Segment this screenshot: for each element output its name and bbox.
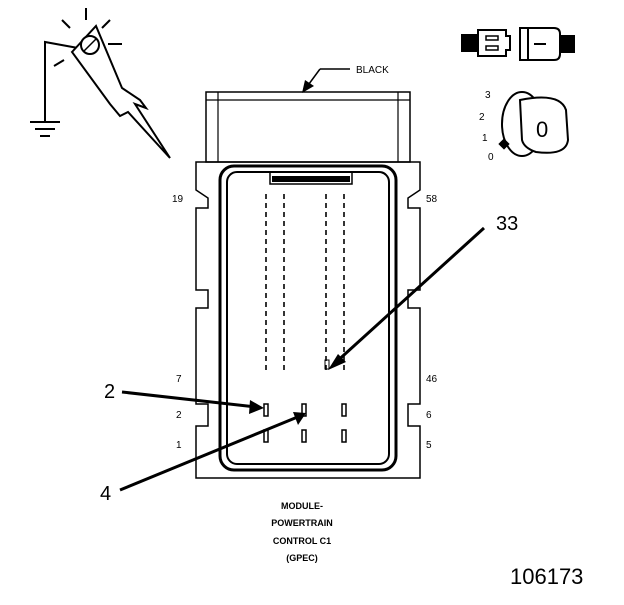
terminal-cavities [263, 194, 347, 443]
ignition-position-1: 1 [482, 133, 488, 144]
pin-label-58: 58 [426, 194, 438, 205]
color-label-callout: BLACK [302, 65, 389, 93]
callout-4: 4 [100, 412, 306, 505]
lower-cavity [301, 429, 307, 443]
caption-line-4: (GPEC) [286, 553, 318, 563]
callout-33: 33 [328, 213, 518, 370]
lower-cavity [341, 403, 347, 417]
caption-line-1: MODULE- [281, 501, 323, 511]
callout-4-label: 4 [100, 483, 111, 505]
test-probe-ground-icon [30, 8, 171, 159]
connector-color-label: BLACK [356, 65, 389, 76]
callout-2: 2 [104, 381, 264, 414]
figure-number: 106173 [510, 564, 583, 589]
pin-labels: 19 58 7 46 2 6 1 5 [172, 194, 438, 451]
pin-label-7: 7 [176, 374, 182, 385]
pin-label-46: 46 [426, 374, 438, 385]
ignition-pointer-icon [498, 138, 510, 150]
caption-line-3: CONTROL C1 [273, 536, 331, 546]
pin-label-2: 2 [176, 410, 182, 421]
ignition-key-label: 0 [536, 117, 548, 142]
ignition-position-2: 2 [479, 112, 485, 123]
callout-33-label: 33 [496, 213, 518, 235]
pin-label-1: 1 [176, 440, 182, 451]
disconnected-connector-icon [461, 27, 575, 61]
ignition-key-off-icon: 3 2 1 0 0 [479, 90, 570, 163]
connector-body [195, 91, 421, 479]
lower-cavity [263, 403, 269, 417]
lower-cavity [341, 429, 347, 443]
callout-2-label: 2 [104, 381, 115, 403]
pin-label-5: 5 [426, 440, 432, 451]
pin-label-6: 6 [426, 410, 432, 421]
pin-label-19: 19 [172, 194, 184, 205]
caption-line-2: POWERTRAIN [271, 518, 333, 528]
ignition-position-3: 3 [485, 90, 491, 101]
connector-caption: MODULE- POWERTRAIN CONTROL C1 (GPEC) [271, 501, 333, 563]
ignition-position-0: 0 [488, 152, 494, 163]
cavity-33 [324, 359, 330, 370]
